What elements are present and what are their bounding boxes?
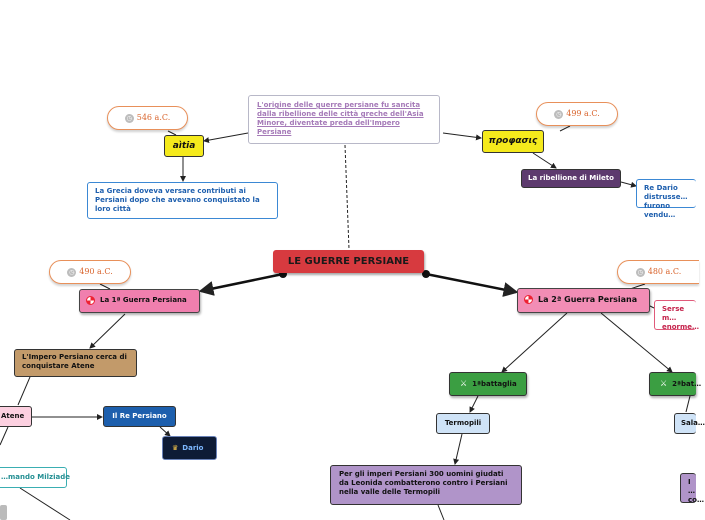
empire-athens-note[interactable]: L'Impero Persiano cerca di conquistare A…	[14, 349, 137, 377]
date-480[interactable]: ◷480 a.C.	[617, 260, 699, 284]
first-battle[interactable]: ⚔1ªbattaglia	[449, 372, 527, 396]
aitia-note[interactable]: La Grecia doveva versare contributi ai P…	[87, 182, 278, 219]
athens-node[interactable]: Atene	[0, 406, 32, 427]
persian-king-node[interactable]: Il Re Persiano	[103, 406, 176, 427]
aitia-node[interactable]: aìtia	[164, 135, 204, 157]
cut-node[interactable]	[0, 505, 7, 520]
dario-node[interactable]: ♛Dario	[162, 436, 217, 460]
clock-icon: ◷	[554, 109, 564, 119]
clock-icon: ◷	[124, 113, 134, 123]
second-battle[interactable]: ⚔2ªbat…	[649, 372, 701, 396]
termopili-node[interactable]: Termopili	[436, 413, 490, 434]
leonida-note[interactable]: Per gli imperi Persiani 300 uomini giuda…	[330, 465, 522, 505]
date-499[interactable]: ◷499 a.C.	[536, 102, 618, 126]
date-490[interactable]: ◷490 a.C.	[49, 260, 131, 284]
crossed-swords-icon: ⚔	[660, 379, 668, 388]
salamina-node[interactable]: Sala…	[674, 413, 705, 434]
crossed-swords-icon: ⚔	[460, 379, 468, 388]
clock-icon: ◷	[635, 267, 645, 277]
miletus-revolt[interactable]: La ribellione di Mileto	[521, 169, 621, 188]
salamina-note[interactable]: I … co…	[680, 473, 704, 504]
central-topic[interactable]: LE GUERRE PERSIANE	[273, 250, 424, 273]
first-persian-war[interactable]: La 1ª Guerra Persiana	[79, 289, 200, 313]
serse-note[interactable]: Serse m… enorme…	[654, 300, 699, 331]
crown-icon: ♛	[172, 444, 179, 452]
miltiade-node[interactable]: …mando Milziade	[0, 467, 70, 488]
lifebuoy-icon	[524, 295, 533, 304]
dario-note[interactable]: Re Dario distrusse… furono vendu…	[636, 179, 696, 219]
origin-note[interactable]: L'origine delle guerre persiane fu sanci…	[248, 95, 440, 144]
clock-icon: ◷	[67, 267, 77, 277]
lifebuoy-icon	[86, 295, 95, 305]
origin-link	[344, 144, 350, 250]
date-546[interactable]: ◷546 a.C.	[107, 106, 188, 130]
second-persian-war[interactable]: La 2ª Guerra Persiana	[517, 288, 650, 313]
prophasis-node[interactable]: προφασις	[482, 130, 544, 153]
